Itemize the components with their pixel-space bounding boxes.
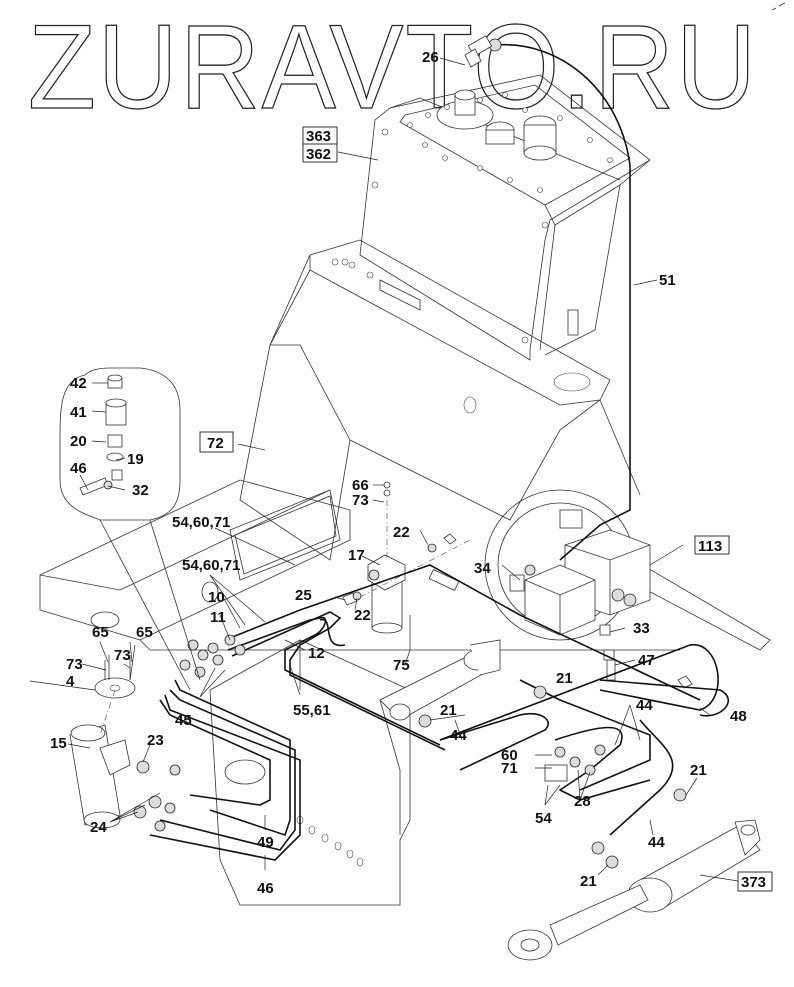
callout-21-right: 21 — [690, 762, 707, 779]
callout-44-b: 44 — [636, 697, 653, 714]
callout-54-60-71-upper: 54,60,71 — [172, 514, 230, 531]
callout-51: 51 — [659, 272, 676, 289]
callout-26: 26 — [422, 49, 439, 66]
callout-21-bottom: 21 — [580, 873, 597, 890]
callout-71: 71 — [501, 760, 518, 777]
callout-22-lower: 22 — [354, 607, 371, 624]
hydraulic-tank — [359, 74, 651, 361]
callout-10: 10 — [208, 589, 225, 606]
callout-21-right-upper: 21 — [556, 670, 573, 687]
callout-28: 28 — [574, 793, 591, 810]
callout-4: 4 — [66, 673, 75, 690]
callout-20: 20 — [70, 433, 87, 450]
callout-23: 23 — [147, 732, 164, 749]
callout-32: 32 — [132, 482, 149, 499]
callout-60: 60 — [501, 747, 518, 764]
leader-lines — [29, 57, 739, 882]
bolt-66 — [383, 481, 391, 489]
frame-structure — [39, 479, 771, 906]
callout-22-upper: 22 — [393, 524, 410, 541]
callout-box-113 — [694, 535, 730, 555]
callout-75: 75 — [393, 657, 410, 674]
callout-box-72 — [199, 431, 234, 453]
callout-72: 72 — [207, 435, 224, 452]
callout-47: 47 — [638, 652, 655, 669]
base-tower — [239, 239, 641, 561]
return-filter — [342, 489, 471, 650]
fittings — [133, 35, 687, 869]
callout-55-61: 55,61 — [293, 702, 331, 719]
callout-12: 12 — [308, 645, 325, 662]
lift-cylinder-upper — [379, 639, 501, 721]
callout-11: 11 — [210, 609, 226, 626]
callout-41: 41 — [70, 404, 87, 421]
callout-73-left: 73 — [66, 656, 83, 673]
callout-25: 25 — [295, 587, 312, 604]
callout-17: 17 — [348, 547, 365, 564]
callout-33: 33 — [633, 620, 650, 637]
callout-21-middle: 21 — [440, 702, 457, 719]
callout-49: 49 — [257, 834, 274, 851]
callout-65-left: 65 — [92, 624, 109, 641]
callout-363: 363 — [306, 128, 331, 145]
callout-45: 45 — [175, 712, 192, 729]
callout-54-60-71-lower: 54,60,71 — [182, 557, 240, 574]
callout-65-right: 65 — [136, 624, 153, 641]
callout-44-c: 44 — [648, 834, 665, 851]
corner-mark — [771, 2, 786, 11]
callout-113: 113 — [698, 538, 722, 555]
callout-box-373 — [737, 871, 773, 892]
slew-ring-valve — [484, 489, 693, 689]
callout-24: 24 — [90, 819, 107, 836]
callout-34: 34 — [474, 560, 491, 577]
callout-48: 48 — [730, 708, 747, 725]
callout-73-right: 73 — [114, 647, 131, 664]
hydraulic-hoses — [149, 43, 729, 861]
callout-54-lower: 54 — [535, 810, 552, 827]
callout-46-lower: 46 — [257, 880, 274, 897]
callout-box-362 — [302, 143, 338, 163]
callout-labels: 26 363 362 51 72 42 41 20 19 46 32 66 73… — [50, 49, 773, 897]
steering-unit — [69, 644, 136, 829]
callout-66: 66 — [352, 477, 369, 494]
callout-19: 19 — [127, 451, 144, 468]
callout-362: 362 — [306, 146, 331, 163]
callout-42: 42 — [70, 375, 87, 392]
lift-cylinder-373 — [507, 819, 761, 961]
callout-44-a: 44 — [450, 727, 467, 744]
callout-46-inset: 46 — [70, 460, 87, 477]
inset-detail — [59, 367, 201, 691]
callout-15: 15 — [50, 735, 67, 752]
callout-373: 373 — [741, 874, 766, 891]
watermark-text: ZURAVTO.RU — [28, 0, 758, 134]
callout-73-upper: 73 — [352, 492, 369, 509]
